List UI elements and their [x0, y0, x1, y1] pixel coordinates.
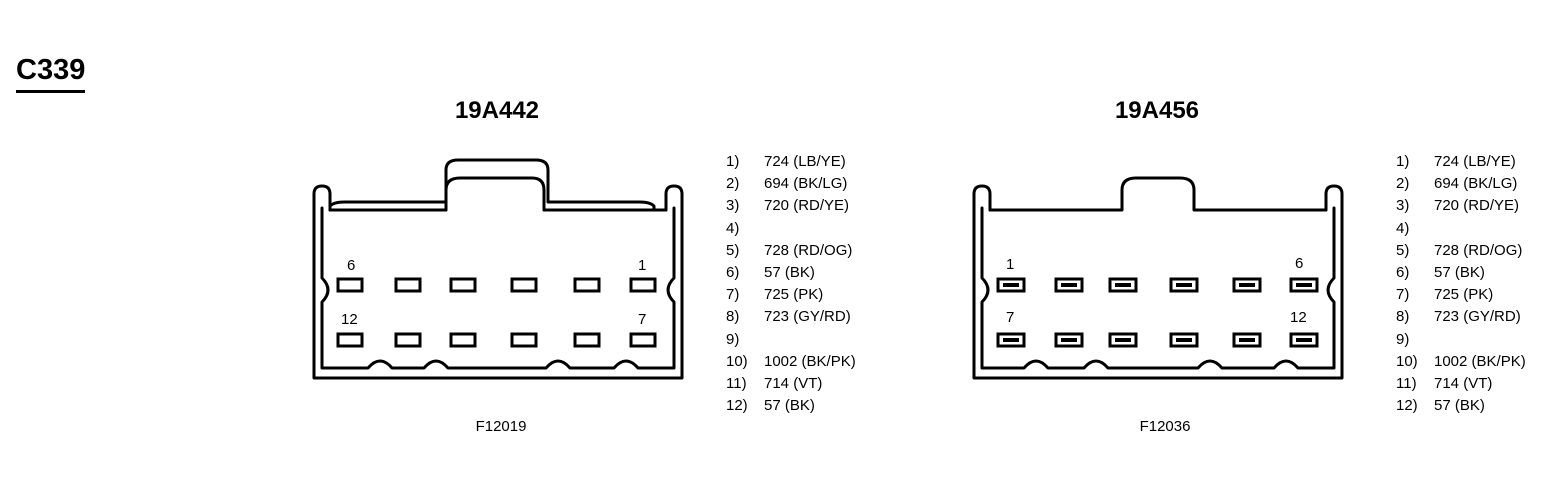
- pin-circuit: 1002 (BK/PK): [1434, 352, 1526, 370]
- pin-number: 3): [1396, 197, 1410, 215]
- pin-number: 3): [726, 197, 740, 215]
- connector-1-part-number: 19A442: [454, 97, 540, 124]
- pin-number: 4): [726, 219, 740, 237]
- pin-number: 9): [726, 330, 740, 348]
- pin-number: 9): [1396, 330, 1410, 348]
- pin-circuit: 694 (BK/LG): [764, 175, 848, 193]
- cavity-6: [336, 277, 364, 293]
- cavity-label-top-left: 6: [347, 257, 355, 274]
- pinout-row: 1) 724 (LB/YE): [726, 151, 856, 173]
- pin-circuit: 728 (RD/OG): [1434, 241, 1523, 259]
- pin-circuit: 1002 (BK/PK): [764, 352, 856, 370]
- pinout-row: 12) 57 (BK): [1396, 395, 1526, 417]
- connector-2-face-diagram: 1 6 7 12: [972, 176, 1344, 380]
- cavity-9: [510, 332, 538, 348]
- cavity-1: [629, 277, 657, 293]
- connector-2-part-number: 19A456: [1114, 97, 1200, 124]
- pin-number: 7): [1396, 286, 1410, 304]
- cavity-label-bottom-left: 12: [341, 311, 358, 328]
- pin-circuit: 725 (PK): [1434, 286, 1494, 304]
- pin-number: 5): [1396, 241, 1410, 259]
- pin-number: 6): [726, 263, 740, 281]
- pin-number: 11): [1396, 374, 1417, 392]
- pin-number: 11): [726, 374, 747, 392]
- pinout-row: 8) 723 (GY/RD): [1396, 306, 1526, 328]
- pin-circuit: 723 (GY/RD): [1434, 308, 1521, 326]
- cavity-4: [449, 277, 477, 293]
- pin-number: 1): [726, 153, 740, 170]
- pinout-row: 9): [1396, 329, 1526, 351]
- pin-number: 2): [726, 175, 740, 193]
- pin-number: 12): [726, 397, 748, 415]
- pinout-row: 5) 728 (RD/OG): [1396, 240, 1526, 262]
- cavity-label-top-right: 1: [638, 257, 646, 274]
- pinout-row: 4): [1396, 218, 1526, 240]
- pin-circuit: 694 (BK/LG): [1434, 175, 1518, 193]
- pin-number: 1): [1396, 153, 1410, 170]
- pinout-row: 9): [726, 329, 856, 351]
- pin-number: 8): [726, 308, 740, 326]
- cavity-10: [449, 332, 477, 348]
- pin-number: 4): [1396, 219, 1410, 237]
- pinout-row: 7) 725 (PK): [1396, 284, 1526, 306]
- pinout-row: 3) 720 (RD/YE): [1396, 195, 1526, 217]
- connector-1-figure-code: F12019: [475, 418, 527, 435]
- cavity-label-top-right: 6: [1295, 255, 1303, 272]
- pinout-row: 6) 57 (BK): [726, 262, 856, 284]
- pin-circuit: 723 (GY/RD): [764, 308, 851, 326]
- pinout-row: 2) 694 (BK/LG): [1396, 173, 1526, 195]
- pinout-row: 1) 724 (LB/YE): [1396, 151, 1526, 173]
- pin-number: 10): [1396, 352, 1418, 370]
- cavity-label-bottom-right: 7: [638, 311, 646, 328]
- pin-number: 12): [1396, 397, 1418, 415]
- pin-circuit: 714 (VT): [764, 374, 823, 392]
- cavity-11: [394, 332, 422, 348]
- pin-circuit: 725 (PK): [764, 286, 824, 304]
- cavity-12: [336, 332, 364, 348]
- pin-circuit: 724 (LB/YE): [1434, 153, 1516, 170]
- pin-circuit: 720 (RD/YE): [1434, 197, 1520, 215]
- pin-number: 2): [1396, 175, 1410, 193]
- cavity-8: [573, 332, 601, 348]
- cavity-5: [394, 277, 422, 293]
- pinout-row: 4): [726, 218, 856, 240]
- connector-1-face-diagram: 6 1 12 7: [312, 158, 684, 380]
- cavity-label-top-left: 1: [1006, 256, 1014, 273]
- connector-2-figure-code: F12036: [1139, 418, 1191, 435]
- pin-circuit: 714 (VT): [1434, 374, 1493, 392]
- pin-circuit: 57 (BK): [764, 397, 815, 415]
- pin-circuit: 57 (BK): [1434, 263, 1485, 281]
- connector-1-pinout-list: 1) 724 (LB/YE) 2) 694 (BK/LG) 3) 720 (RD/YE…: [726, 151, 856, 417]
- pin-number: 5): [726, 241, 740, 259]
- page-title: C339: [16, 54, 86, 93]
- pin-number: 8): [1396, 308, 1410, 326]
- pinout-row: 7) 725 (PK): [726, 284, 856, 306]
- pinout-row: 10) 1002 (BK/PK): [726, 351, 856, 373]
- cavity-2: [573, 277, 601, 293]
- pin-circuit: 724 (LB/YE): [764, 153, 846, 170]
- pinout-row: 11) 714 (VT): [726, 373, 856, 395]
- pin-number: 10): [726, 352, 748, 370]
- pinout-row: 2) 694 (BK/LG): [726, 173, 856, 195]
- cavity-label-bottom-left: 7: [1006, 309, 1014, 326]
- pinout-row: 11) 714 (VT): [1396, 373, 1526, 395]
- pin-circuit: 728 (RD/OG): [764, 241, 853, 259]
- pin-number: 7): [726, 286, 740, 304]
- pinout-row: 3) 720 (RD/YE): [726, 195, 856, 217]
- connector-2-pinout-list: 1) 724 (LB/YE) 2) 694 (BK/LG) 3) 720 (RD/YE…: [1396, 151, 1526, 417]
- pin-circuit: 57 (BK): [764, 263, 815, 281]
- cavity-label-bottom-right: 12: [1290, 309, 1307, 326]
- cavity-7: [629, 332, 657, 348]
- pinout-row: 6) 57 (BK): [1396, 262, 1526, 284]
- cavity-3: [510, 277, 538, 293]
- pinout-row: 12) 57 (BK): [726, 395, 856, 417]
- pin-circuit: 720 (RD/YE): [764, 197, 850, 215]
- pinout-row: 5) 728 (RD/OG): [726, 240, 856, 262]
- pinout-row: 8) 723 (GY/RD): [726, 306, 856, 328]
- pin-circuit: 57 (BK): [1434, 397, 1485, 415]
- pin-number: 6): [1396, 263, 1410, 281]
- pinout-row: 10) 1002 (BK/PK): [1396, 351, 1526, 373]
